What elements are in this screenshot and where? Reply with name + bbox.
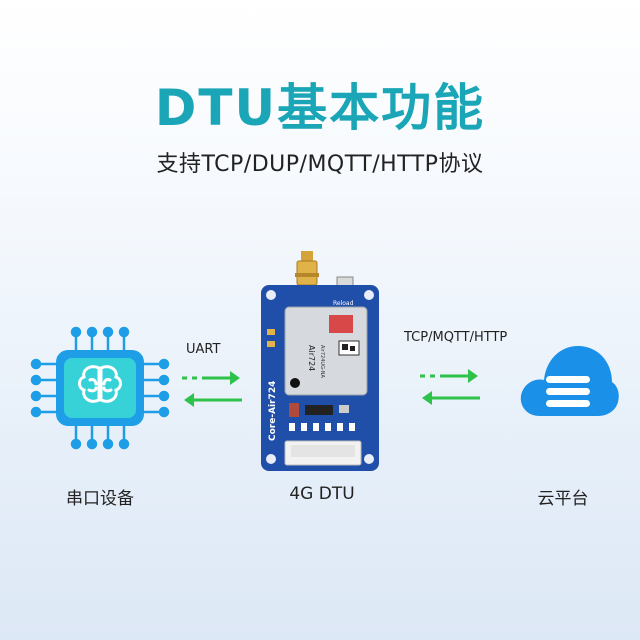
module-name: Air724 (307, 345, 316, 371)
antenna-tip (301, 251, 313, 261)
network-protocol-label: TCP/MQTT/HTTP (404, 330, 508, 345)
brain-chip-icon (30, 326, 170, 450)
caption-serial-device: 串口设备 (66, 489, 134, 509)
caption-dtu: 4G DTU (289, 484, 355, 504)
page-title: DTU基本功能 (154, 79, 486, 137)
reload-label: Reload (333, 300, 354, 307)
uart-label: UART (186, 342, 221, 357)
cloud-icon (520, 346, 619, 416)
dtu-board: Reload Air724 Air724UG-NA Core-Air724 (261, 251, 379, 471)
caption-cloud-platform: 云平台 (537, 489, 589, 509)
module-sub: Air724UG-NA (319, 345, 325, 378)
page-subtitle: 支持TCP/DUP/MQTT/HTTP协议 (156, 152, 484, 177)
bidirectional-arrow-icon (420, 369, 480, 405)
bidirectional-arrow-icon (182, 371, 242, 407)
board-side-label: Core-Air724 (268, 381, 278, 441)
